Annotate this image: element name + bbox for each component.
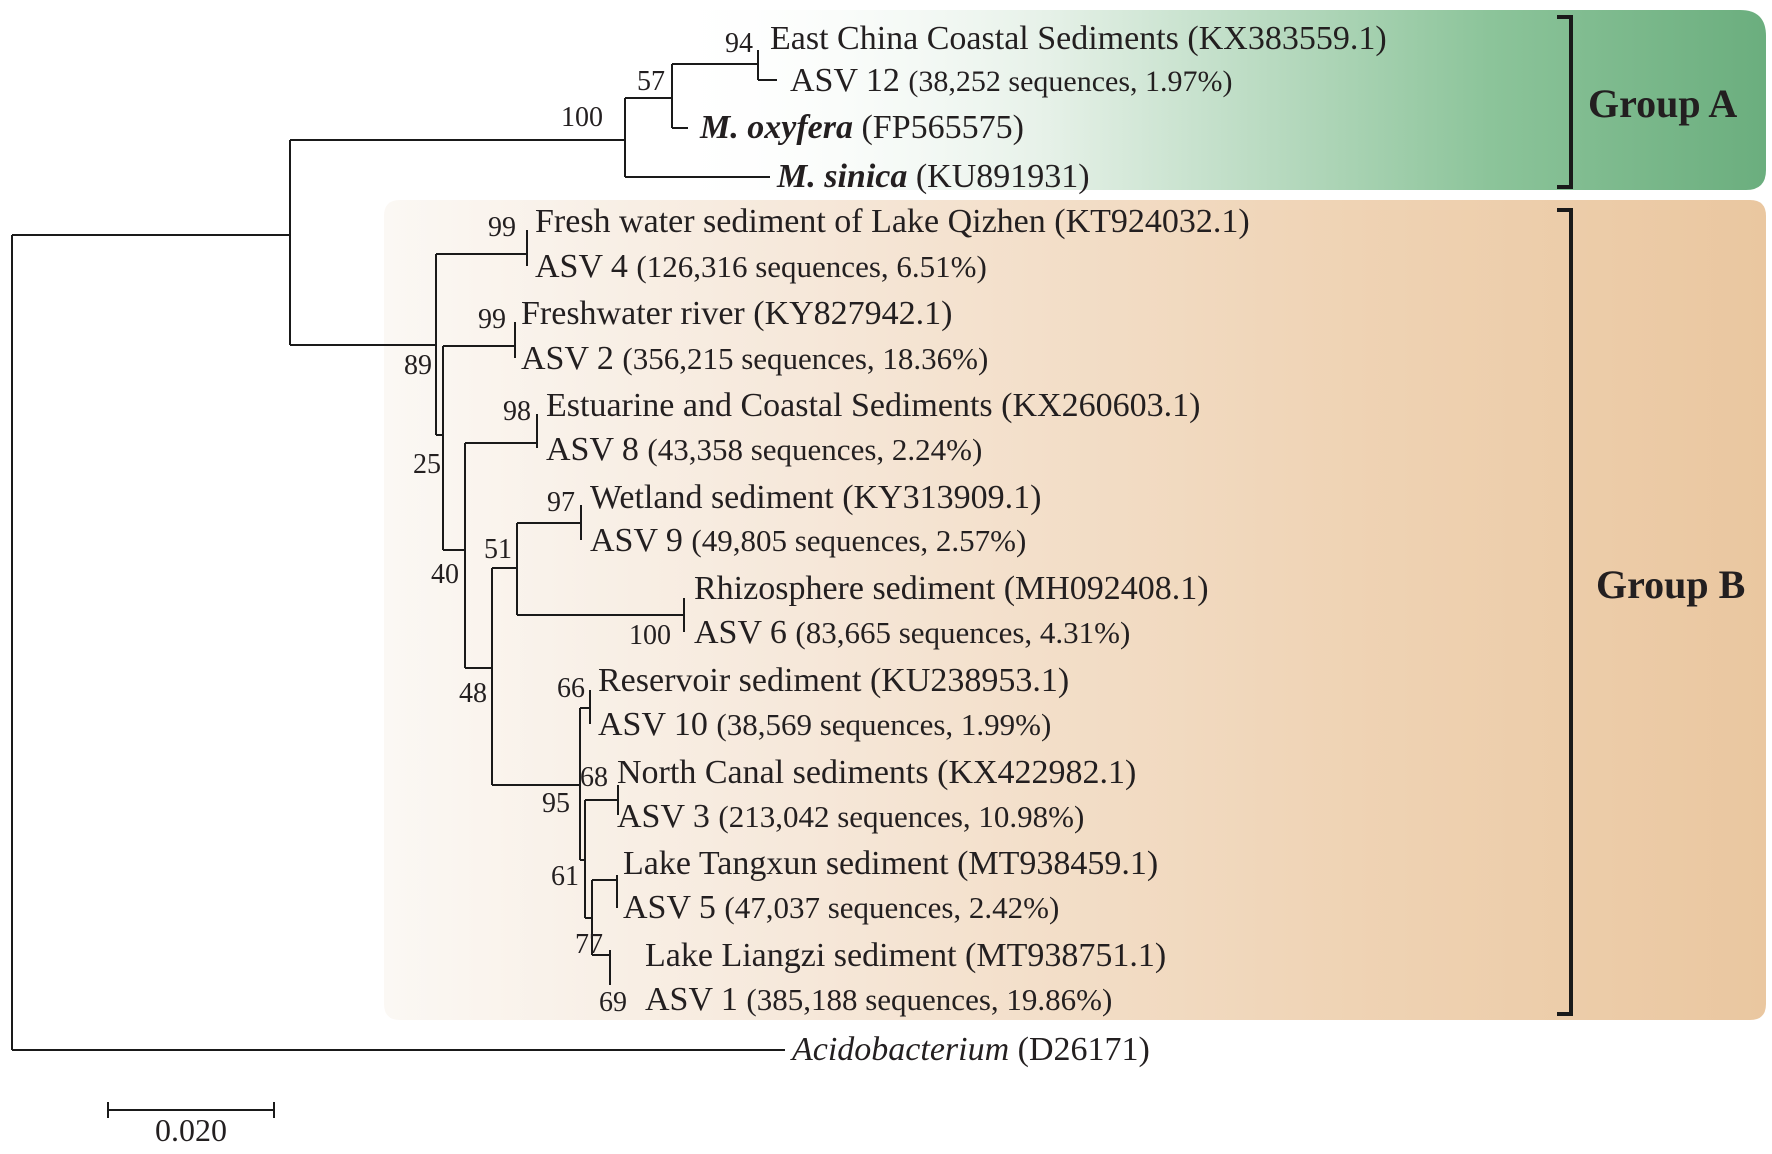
group-a-background — [660, 10, 1766, 190]
bootstrap-97: 97 — [547, 487, 575, 518]
group-b-background — [384, 200, 1766, 1020]
leaf-wetland-sediment: Wetland sediment (KY313909.1) — [590, 479, 1041, 516]
group-b-label: Group B — [1596, 562, 1745, 607]
bootstrap-51: 51 — [484, 534, 512, 565]
bootstrap-98: 98 — [503, 396, 531, 427]
bootstrap-100b: 100 — [629, 620, 671, 651]
leaf-rhizosphere-sediment: Rhizosphere sediment (MH092408.1) — [694, 570, 1209, 607]
leaf-reservoir-sediment: Reservoir sediment (KU238953.1) — [598, 662, 1069, 699]
leaf-asv-8: ASV 8 (43,358 sequences, 2.24%) — [546, 431, 982, 468]
bootstrap-68: 68 — [580, 762, 608, 793]
leaf-asv-9: ASV 9 (49,805 sequences, 2.57%) — [590, 522, 1026, 559]
leaf-freshwater-river: Freshwater river (KY827942.1) — [521, 295, 953, 332]
leaf-m-oxyfera: M. oxyfera (FP565575) — [699, 109, 1024, 146]
leaf-estuarine-coastal: Estuarine and Coastal Sediments (KX26060… — [546, 387, 1200, 424]
leaf-asv-4: ASV 4 (126,316 sequences, 6.51%) — [535, 248, 987, 285]
group-a-bracket — [1557, 15, 1573, 189]
leaf-lake-qizhen: Fresh water sediment of Lake Qizhen (KT9… — [535, 203, 1250, 240]
bootstrap-25: 25 — [413, 449, 441, 480]
bootstrap-57: 57 — [637, 66, 665, 97]
leaf-asv-12: ASV 12 (38,252 sequences, 1.97%) — [790, 62, 1233, 99]
bootstrap-95: 95 — [542, 788, 570, 819]
bootstrap-values: 94 57 100 99 99 89 98 25 97 51 40 100 66… — [404, 28, 753, 1018]
leaf-asv-1: ASV 1 (385,188 sequences, 19.86%) — [645, 981, 1112, 1018]
bootstrap-69: 69 — [599, 987, 627, 1018]
scale-bar-label: 0.020 — [155, 1112, 227, 1148]
leaf-asv-6: ASV 6 (83,665 sequences, 4.31%) — [694, 614, 1130, 651]
bootstrap-61: 61 — [551, 861, 579, 892]
leaf-asv-2: ASV 2 (356,215 sequences, 18.36%) — [521, 340, 988, 377]
bootstrap-77: 77 — [575, 929, 603, 960]
scale-bar: 0.020 — [107, 1102, 275, 1148]
tree-branches — [11, 50, 785, 1051]
bootstrap-40: 40 — [431, 559, 459, 590]
bootstrap-100a: 100 — [561, 102, 603, 133]
bootstrap-94: 94 — [725, 28, 753, 59]
bootstrap-89: 89 — [404, 350, 432, 381]
group-a-label: Group A — [1588, 81, 1737, 126]
leaf-asv-5: ASV 5 (47,037 sequences, 2.42%) — [623, 889, 1059, 926]
leaf-m-sinica: M. sinica (KU891931) — [776, 158, 1090, 195]
leaf-labels: East China Coastal Sediments (KX383559.1… — [521, 20, 1387, 1068]
bootstrap-99b: 99 — [478, 304, 506, 335]
leaf-lake-tangxun: Lake Tangxun sediment (MT938459.1) — [623, 845, 1158, 882]
leaf-asv-3: ASV 3 (213,042 sequences, 10.98%) — [617, 798, 1084, 835]
bootstrap-66: 66 — [557, 673, 585, 704]
leaf-asv-10: ASV 10 (38,569 sequences, 1.99%) — [598, 706, 1051, 743]
leaf-east-china-coastal: East China Coastal Sediments (KX383559.1… — [770, 20, 1387, 57]
bootstrap-48: 48 — [459, 678, 487, 709]
leaf-north-canal: North Canal sediments (KX422982.1) — [617, 754, 1136, 791]
bootstrap-99a: 99 — [488, 212, 516, 243]
leaf-lake-liangzi: Lake Liangzi sediment (MT938751.1) — [645, 937, 1166, 974]
leaf-acidobacterium: Acidobacterium (D26171) — [790, 1031, 1150, 1068]
group-b-bracket — [1557, 208, 1573, 1016]
